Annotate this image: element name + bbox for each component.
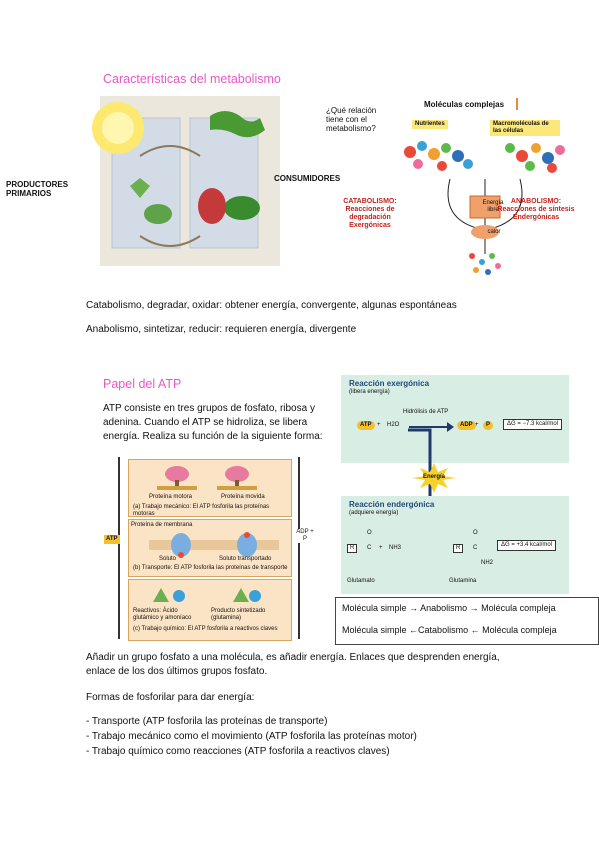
mechanical-caption: (a) Trabajo mecánico: El ATP fosforila l…	[133, 504, 270, 517]
endergonic-subtitle: (adquiere energía)	[349, 510, 399, 516]
producers-consumers-figure	[60, 96, 280, 266]
catabolism-term: Catabolismo	[418, 625, 469, 635]
hydrolysis-label: Hidrólisis de ATP	[403, 409, 449, 415]
oxygen-left: O	[367, 530, 372, 536]
phosphate-paragraph: Añadir un grupo fosfato a una molécula, …	[86, 652, 500, 677]
energy-label: Energía	[422, 474, 445, 480]
arrow-right-icon: →	[469, 603, 479, 613]
bullet-item: - Trabajo químico como reacciones (ATP f…	[86, 746, 390, 757]
bullet-item: - Trabajo mecánico como el movimiento (A…	[86, 731, 417, 742]
arrow-left-icon: ←	[409, 625, 419, 635]
oxygen-right: O	[473, 530, 478, 536]
metabolism-scheme: ¿Qué relación tiene con el metabolismo? …	[320, 94, 580, 279]
r-group-right: R	[453, 544, 464, 553]
comparison-row-anabolism: Molécula simple → Anabolismo → Molécula …	[342, 603, 556, 614]
heat-label: calor	[487, 229, 501, 235]
moved-protein-label: Proteína movida	[221, 494, 265, 500]
phosphorylation-heading: Formas de fosforilar para dar energía:	[86, 692, 255, 703]
anabolism-label: ANABOLISMO: Reacciones de síntesis Ender…	[497, 198, 575, 221]
comparison-row-catabolism: Molécula simple ←Catabolismo ← Molécula …	[342, 625, 557, 636]
producers-label: PRODUCTORES PRIMARIOS	[6, 180, 69, 198]
complex-molecule: Molécula compleja	[481, 603, 556, 613]
plus-sign: +	[475, 422, 479, 428]
arrow-right-icon: →	[409, 603, 419, 613]
transport-protein-icon	[149, 532, 279, 558]
complex-molecule: Molécula compleja	[482, 625, 557, 635]
simple-molecule: Molécula simple	[342, 625, 407, 635]
chemical-work-cell: Reactivos: Ácido glutámico y amoníaco Pr…	[128, 579, 292, 641]
catabolism-text: Catabolismo, degradar, oxidar: obtener e…	[86, 300, 457, 311]
atp-label: ATP	[104, 535, 120, 544]
adp-molecule: ADP	[457, 421, 476, 430]
divider-mark	[516, 98, 518, 110]
left-cycle-line	[118, 457, 120, 639]
metabolism-comparison-box: Molécula simple → Anabolismo → Molécula …	[335, 597, 599, 645]
transport-work-cell: Proteína de membrana Soluto Soluto trans…	[128, 519, 292, 577]
exergonic-panel: Reacción exergónica (libera energía) Hid…	[341, 375, 569, 463]
macromolecules-label: Macromoléculas de las células	[490, 120, 560, 136]
solute-label: Soluto	[159, 556, 177, 562]
catabolism-label: CATABOLISMO: Reacciones de degradación E…	[343, 198, 397, 229]
motor-protein-icon	[157, 466, 257, 490]
free-energy-label: Energía libre	[482, 200, 504, 213]
right-cycle-line	[298, 457, 300, 639]
ammonia-label: NH3	[389, 545, 402, 551]
endergonic-delta-g: ΔG = +3.4 kcal/mol	[497, 540, 557, 551]
section-title-metabolismo: Características del metabolismo	[103, 72, 281, 86]
mechanical-work-cell: Proteína motora Proteína movida (a) Trab…	[128, 459, 292, 517]
metabolism-question: ¿Qué relación tiene con el metabolismo?	[326, 106, 377, 133]
carbon-left: C	[367, 545, 372, 551]
anabolism-text: Anabolismo, sintetizar, reducir: requier…	[86, 324, 357, 335]
endergonic-title: Reacción endergónica	[349, 500, 435, 509]
endergonic-panel: Reacción endergónica (adquiere energía) …	[341, 496, 569, 594]
bullet-item: - Transporte (ATP fosforila las proteína…	[86, 716, 328, 727]
water-label: H2O	[387, 422, 400, 428]
complex-molecules-label: Moléculas complejas	[424, 100, 505, 109]
arrow-left-icon: ←	[470, 625, 480, 635]
exergonic-title: Reacción exergónica	[349, 379, 430, 388]
phosphate-molecule: P	[483, 421, 494, 430]
reaction-arrow-head	[447, 422, 454, 432]
amide-label: NH2	[481, 560, 494, 566]
plus-sign: +	[379, 545, 383, 551]
reactants-icon	[153, 588, 261, 602]
atp-molecule: ATP	[357, 421, 375, 430]
consumers-label: CONSUMIDORES	[274, 174, 341, 183]
transported-solute-label: Soluto transportado	[219, 556, 272, 562]
exergonic-subtitle: (libera energía)	[349, 389, 390, 395]
reaction-arrow-shaft	[409, 426, 449, 428]
r-group-left: R	[347, 544, 358, 553]
molecules-diagram	[404, 141, 565, 275]
energy-burst-icon	[412, 463, 456, 493]
atp-intro: ATP consiste en tres grupos de fosfato, …	[103, 403, 323, 442]
exergonic-delta-g: ΔG = −7.3 kcal/mol	[503, 419, 563, 430]
transport-caption: (b) Transporte: El ATP fosforila las pro…	[133, 565, 288, 571]
carbon-right: C	[473, 545, 478, 551]
simple-molecule: Molécula simple	[342, 603, 407, 613]
anabolism-term: Anabolismo	[420, 603, 468, 613]
plus-sign: +	[377, 422, 381, 428]
atp-work-figure: ATP ADP + P Proteína motora Proteína mov…	[100, 455, 315, 645]
membrane-protein-label: Proteína de membrana	[131, 522, 193, 528]
adp-p-label: ADP + P	[296, 529, 314, 543]
nutrients-label: Nutrientes	[412, 120, 448, 129]
product-label: Producto sintetizado (glutamina)	[211, 608, 266, 621]
chemical-caption: (c) Trabajo químico: El ATP fosforila a …	[133, 626, 278, 632]
ecosystem-diagram	[92, 96, 280, 266]
section-title-atp: Papel del ATP	[103, 377, 182, 391]
motor-protein-label: Proteína motora	[149, 494, 193, 500]
glutamate-label: Glutamato	[347, 578, 375, 584]
reactants-label: Reactivos: Ácido glutámico y amoníaco	[133, 608, 192, 621]
glutamine-label: Glutamina	[449, 578, 477, 584]
